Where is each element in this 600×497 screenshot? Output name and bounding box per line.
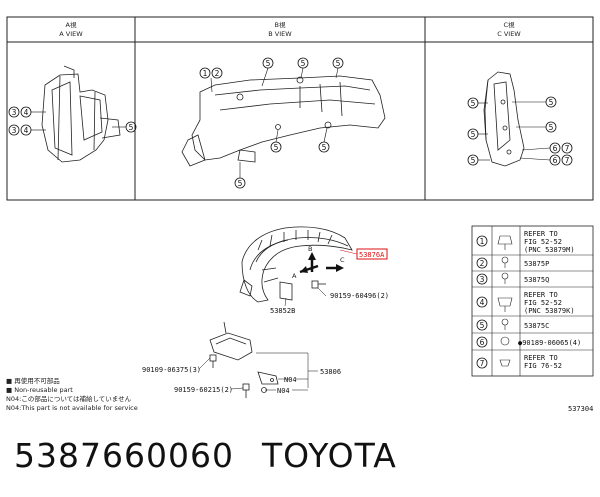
svg-text:5: 5 xyxy=(471,156,476,165)
svg-text:4: 4 xyxy=(480,298,485,307)
svg-text:3: 3 xyxy=(12,108,17,117)
fastener-icons xyxy=(497,235,513,367)
svg-text:5: 5 xyxy=(129,123,134,132)
note-reuse-en: ■ Non-reusable part xyxy=(6,386,73,394)
view-b-callouts: 1 2 5 5 5 5 5 5 xyxy=(199,57,344,189)
product-caption: 5387660060 TOYOTA xyxy=(14,436,397,475)
legend-5-text[interactable]: 53875C xyxy=(524,322,549,330)
svg-text:6: 6 xyxy=(553,144,558,153)
svg-text:7: 7 xyxy=(565,156,570,165)
svg-text:6: 6 xyxy=(480,338,485,347)
legend-4-line2: FIG 52-52 xyxy=(524,299,562,307)
highlighted-part-number[interactable]: 53876A xyxy=(359,251,385,259)
legend-4-line3: (PNC 53879K) xyxy=(524,307,575,315)
view-b-jp: B視 xyxy=(275,20,286,29)
svg-text:7: 7 xyxy=(480,359,485,368)
arrow-b-label: B xyxy=(308,245,312,253)
svg-text:6: 6 xyxy=(553,156,558,165)
n04-label-2: N04 xyxy=(277,387,290,395)
svg-text:3: 3 xyxy=(480,275,485,284)
legend-6-text[interactable]: ●90189-06065(4) xyxy=(518,339,581,347)
note-n04-jp: N04:この部品については補給していません xyxy=(6,394,132,403)
svg-text:2: 2 xyxy=(480,259,485,268)
legend-3-text[interactable]: 53875Q xyxy=(524,276,549,284)
caption-brand: TOYOTA xyxy=(261,436,397,475)
part-53852b-label[interactable]: 53852B xyxy=(270,307,295,315)
lower-bracket-drawing xyxy=(209,321,279,398)
bolt-1-label[interactable]: 90109-06375(3) xyxy=(142,366,201,374)
arrow-a-label: A xyxy=(292,272,297,280)
legend-1-line1: REFER TO xyxy=(524,230,558,238)
svg-text:5: 5 xyxy=(549,123,554,132)
svg-text:5: 5 xyxy=(322,143,327,152)
diagram-code: 537304 xyxy=(568,405,593,413)
view-c-jp: C視 xyxy=(503,20,515,29)
bolt-right xyxy=(311,280,326,289)
caption-part-number: 5387660060 xyxy=(14,436,234,475)
view-c-drawing xyxy=(483,71,525,167)
views-frame xyxy=(6,16,594,201)
view-a-drawing xyxy=(41,65,121,163)
view-b-drawing xyxy=(181,75,386,167)
svg-text:5: 5 xyxy=(266,59,271,68)
note-reuse-jp: ■ 再使用不可部品 xyxy=(6,376,60,385)
svg-text:1: 1 xyxy=(480,237,485,246)
legend-1-line3: (PNC 53879M) xyxy=(524,246,575,254)
note-n04-en: N04:This part is not available for servi… xyxy=(6,404,138,412)
n04-label-1: N04 xyxy=(284,376,297,384)
view-c-callouts: 5 5 5 5 5 6 7 6 7 xyxy=(467,96,573,166)
legend-table: 1 2 3 4 5 6 7 xyxy=(471,225,594,377)
svg-text:7: 7 xyxy=(565,144,570,153)
arrow-c-label: C xyxy=(340,256,345,264)
view-a-callouts: 3 4 3 4 5 xyxy=(8,106,137,136)
view-b-en: B VIEW xyxy=(268,30,292,38)
fender-liner-drawing xyxy=(239,226,353,303)
svg-text:5: 5 xyxy=(238,179,243,188)
svg-text:4: 4 xyxy=(24,126,29,135)
view-a-en: A VIEW xyxy=(59,30,83,38)
svg-text:1: 1 xyxy=(203,69,208,78)
svg-text:4: 4 xyxy=(24,108,29,117)
legend-2-text[interactable]: 53875P xyxy=(524,260,549,268)
svg-text:3: 3 xyxy=(12,126,17,135)
view-a-jp: A視 xyxy=(66,20,77,29)
legend-4-line1: REFER TO xyxy=(524,291,558,299)
view-arrows: A B C xyxy=(292,245,345,280)
svg-text:5: 5 xyxy=(471,99,476,108)
legend-1-line2: FIG 52-52 xyxy=(524,238,562,246)
svg-text:2: 2 xyxy=(215,69,220,78)
legend-7-line1: REFER TO xyxy=(524,354,558,362)
view-c-en: C VIEW xyxy=(497,30,521,38)
svg-text:5: 5 xyxy=(480,321,485,330)
svg-text:5: 5 xyxy=(301,59,306,68)
svg-text:5: 5 xyxy=(336,59,341,68)
legend-7-line2: FIG 76-52 xyxy=(524,362,562,370)
bolt-right-label[interactable]: 90159-60496(2) xyxy=(330,292,389,300)
parts-diagram: A視 A VIEW B視 B VIEW C視 C VIEW 3 4 3 4 5 xyxy=(6,16,594,413)
part-53806-label[interactable]: 53806 xyxy=(320,368,341,376)
svg-text:5: 5 xyxy=(549,98,554,107)
bolt-2-label[interactable]: 90159-60215(2) xyxy=(174,386,233,394)
svg-text:5: 5 xyxy=(471,130,476,139)
svg-text:5: 5 xyxy=(274,143,279,152)
